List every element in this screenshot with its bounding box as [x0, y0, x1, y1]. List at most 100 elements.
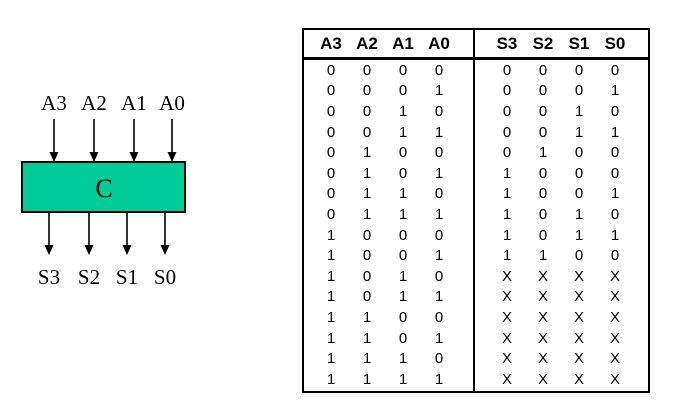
input-arrow-a2: [89, 119, 99, 162]
table-cell: 0: [574, 82, 584, 100]
table-cell: X: [537, 350, 548, 368]
table-cell: 0: [574, 247, 584, 265]
table-cell: 0: [326, 185, 336, 203]
table-cell: X: [537, 308, 548, 326]
table-cell: 1: [326, 308, 336, 326]
table-cell: X: [609, 288, 620, 306]
block-diagram-canvas: A3 A2 A1 A0 C: [21, 91, 186, 289]
table-cell: 0: [502, 144, 512, 162]
input-arrow-a0: [167, 119, 177, 162]
table-cell: 0: [434, 185, 444, 203]
table-cell: 0: [502, 102, 512, 120]
table-cell: 0: [398, 164, 408, 182]
table-cell: 0: [574, 185, 584, 203]
table-cell: 0: [538, 82, 548, 100]
table-cell: 0: [326, 144, 336, 162]
table-cell: X: [537, 329, 548, 347]
table-cell: 0: [434, 308, 444, 326]
table-cell: X: [501, 350, 512, 368]
table-cell: 0: [574, 164, 584, 182]
table-cell: 0: [362, 102, 372, 120]
input-label-a3: A3: [41, 91, 67, 115]
truth-table-header-s2: S2: [532, 34, 554, 53]
table-cell: X: [573, 288, 584, 306]
table-cell: 1: [326, 370, 336, 388]
table-cell: X: [537, 288, 548, 306]
table-cell: 1: [362, 329, 372, 347]
table-cell: 0: [610, 61, 620, 79]
table-cell: 0: [434, 61, 444, 79]
table-cell: 1: [574, 226, 584, 244]
table-cell: X: [573, 350, 584, 368]
table-cell: 1: [610, 185, 620, 203]
table-cell: 1: [502, 226, 512, 244]
table-cell: 1: [326, 350, 336, 368]
truth-table-header-a1: A1: [392, 34, 414, 53]
table-cell: X: [537, 370, 548, 388]
table-cell: 0: [538, 205, 548, 223]
table-cell: 1: [398, 350, 408, 368]
input-arrow-a1: [129, 119, 139, 162]
truth-table-header-s0: S0: [604, 34, 626, 53]
input-arrow-a3: [49, 119, 59, 162]
table-cell: 0: [326, 205, 336, 223]
table-cell: 0: [398, 329, 408, 347]
table-cell: 0: [502, 82, 512, 100]
input-label-a0: A0: [159, 91, 185, 115]
output-label-s1: S1: [116, 265, 138, 289]
truth-table-header-a0: A0: [428, 34, 450, 53]
table-cell: X: [609, 329, 620, 347]
table-cell: 0: [398, 82, 408, 100]
table-cell: 1: [502, 205, 512, 223]
table-cell: 1: [610, 123, 620, 141]
block-diagram: A3 A2 A1 A0 C: [0, 0, 290, 419]
table-cell: 0: [362, 82, 372, 100]
table-cell: 1: [398, 205, 408, 223]
table-cell: 0: [326, 82, 336, 100]
table-cell: 1: [362, 144, 372, 162]
table-cell: X: [573, 267, 584, 285]
table-cell: 1: [326, 247, 336, 265]
truth-table-header-s3: S3: [496, 34, 518, 53]
table-cell: 0: [398, 247, 408, 265]
table-cell: 1: [434, 329, 444, 347]
table-cell: 1: [502, 247, 512, 265]
table-cell: 1: [574, 205, 584, 223]
table-cell: 1: [326, 226, 336, 244]
table-cell: 1: [362, 308, 372, 326]
table-cell: 0: [434, 102, 444, 120]
table-cell: 1: [610, 226, 620, 244]
table-cell: 0: [398, 144, 408, 162]
table-cell: 0: [434, 144, 444, 162]
table-cell: 1: [326, 329, 336, 347]
output-label-s3: S3: [38, 265, 60, 289]
table-cell: 0: [610, 102, 620, 120]
converter-block[interactable]: [21, 161, 186, 213]
table-cell: 1: [362, 205, 372, 223]
input-label-a2: A2: [81, 91, 107, 115]
output-arrow-s0: [160, 212, 170, 255]
table-cell: X: [501, 308, 512, 326]
table-cell: 0: [362, 226, 372, 244]
table-cell: 0: [610, 164, 620, 182]
table-cell: 1: [434, 82, 444, 100]
table-cell: 0: [502, 123, 512, 141]
